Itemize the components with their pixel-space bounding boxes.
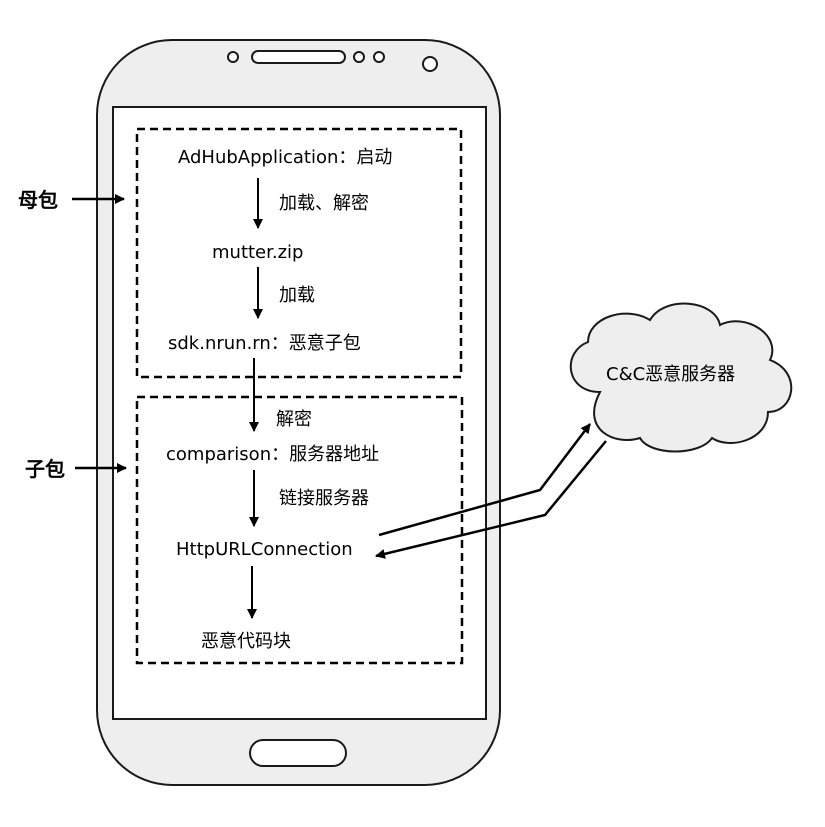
step-sdk-nrun: sdk.nrun.rn：恶意子包 bbox=[168, 333, 361, 354]
child-package-label: 子包 bbox=[25, 457, 65, 481]
step-malicious-code-block: 恶意代码块 bbox=[201, 631, 291, 652]
server-label: C&C恶意服务器 bbox=[606, 364, 735, 385]
arrow-label-decrypt: 解密 bbox=[276, 409, 312, 430]
child-package-box bbox=[135, 395, 464, 665]
phone-sensor-icon bbox=[353, 51, 365, 63]
server-cloud-icon bbox=[569, 302, 793, 453]
step-adhub-application: AdHubApplication：启动 bbox=[178, 147, 392, 168]
phone-home-button bbox=[249, 739, 347, 767]
step-http-url-connection: HttpURLConnection bbox=[176, 539, 353, 560]
arrow-label-load: 加载 bbox=[279, 285, 315, 306]
phone-sensor-icon bbox=[373, 51, 385, 63]
response-arrow bbox=[375, 440, 607, 559]
step-mutter-zip: mutter.zip bbox=[212, 242, 303, 263]
step-comparison: comparison：服务器地址 bbox=[166, 444, 379, 465]
phone-sensor-icon bbox=[227, 51, 239, 63]
phone-camera-icon bbox=[422, 56, 438, 72]
mother-package-box bbox=[135, 127, 463, 379]
mother-package-label: 母包 bbox=[18, 188, 58, 212]
request-arrow bbox=[378, 423, 591, 537]
arrow-label-connect-server: 链接服务器 bbox=[279, 488, 369, 509]
arrow-label-load-decrypt: 加载、解密 bbox=[279, 193, 369, 214]
phone-screen bbox=[112, 106, 487, 720]
phone-speaker-icon bbox=[251, 50, 346, 64]
